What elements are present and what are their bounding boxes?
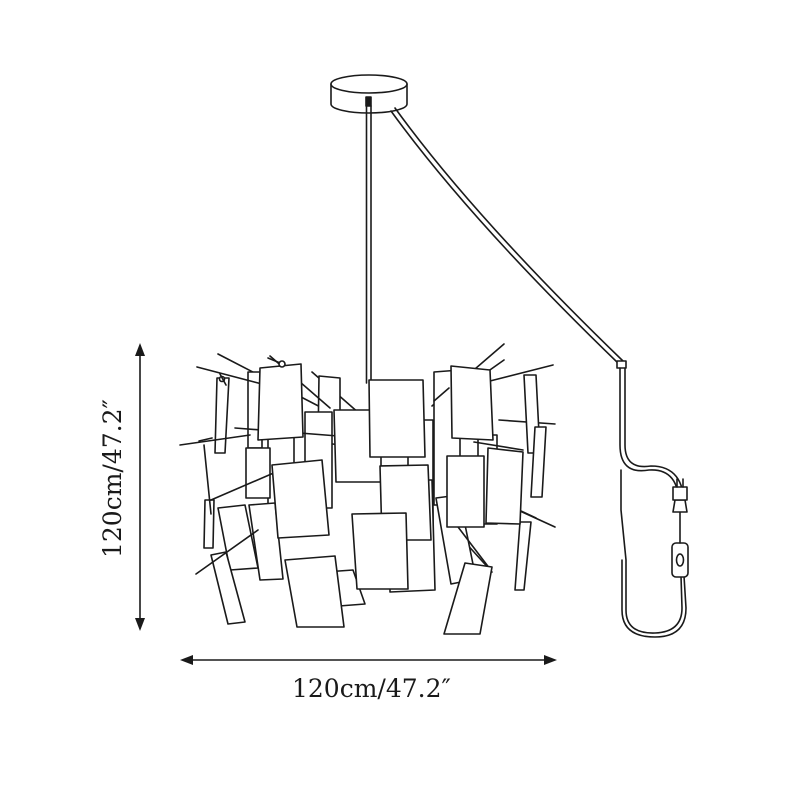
suspension-rod — [365, 105, 372, 384]
ceiling-canopy — [330, 74, 408, 114]
width-dimension-label: 120cm/47.2″ — [292, 674, 451, 703]
rods-front — [198, 357, 537, 519]
panels-front — [257, 363, 524, 635]
cord-switch — [671, 542, 689, 578]
plug — [672, 478, 688, 544]
height-dimension-arrow — [135, 343, 145, 631]
width-dimension-arrow — [180, 655, 557, 665]
height-dimension-label: 120cm/47.2″ — [98, 399, 127, 558]
